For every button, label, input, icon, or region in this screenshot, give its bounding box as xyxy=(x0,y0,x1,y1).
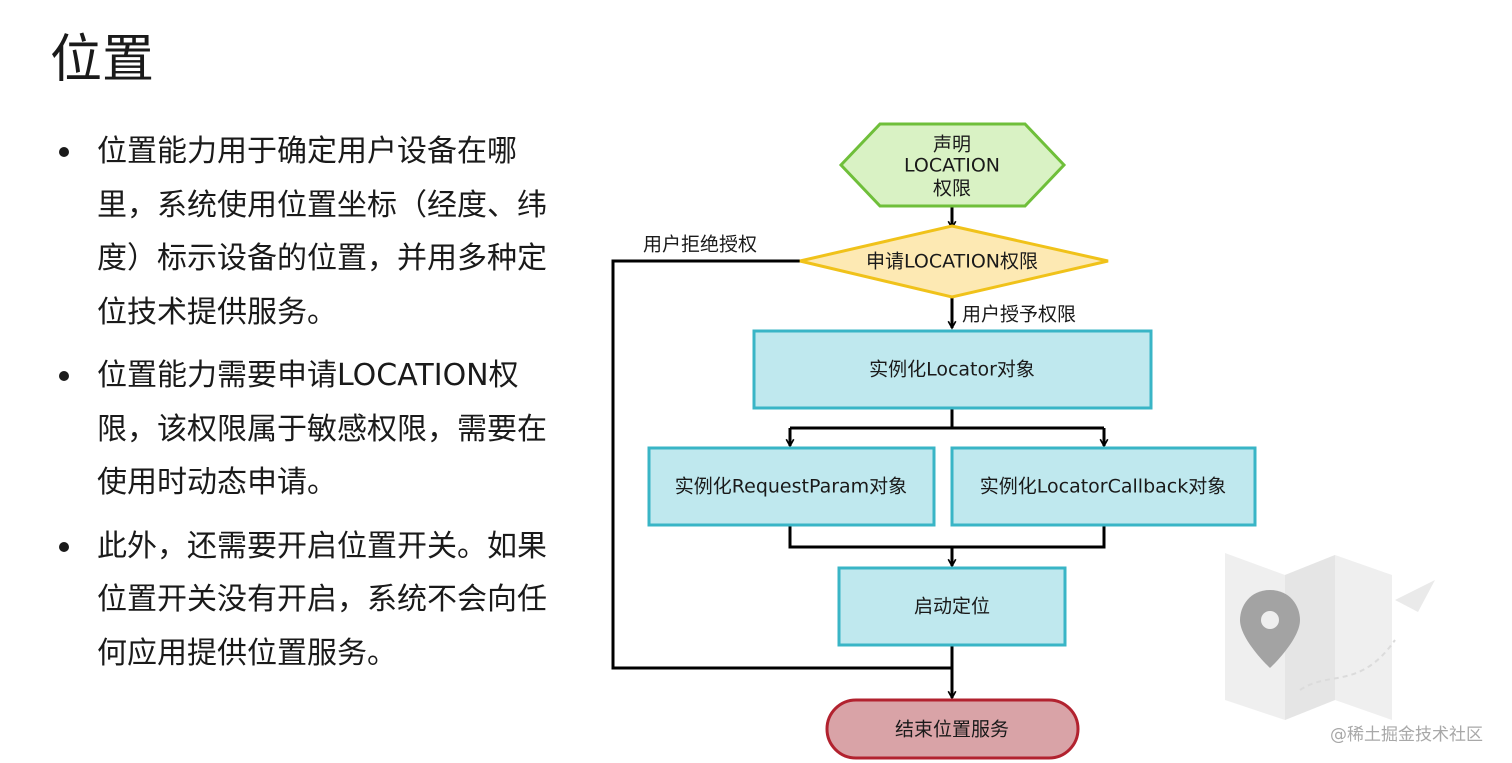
bullet-dot xyxy=(59,147,69,157)
bullet-text: 位置能力需要申请LOCATION权限，该权限属于敏感权限，需要在使用时动态申请。 xyxy=(97,358,547,500)
start-locating-text: 启动定位 xyxy=(914,596,990,618)
bullet-text: 此外，还需要开启位置开关。如果位置开关没有开启，系统不会向任何应用提供位置服务。 xyxy=(97,528,547,671)
locator-callback-node: 实例化LocatorCallback对象 xyxy=(950,446,1257,527)
flow-connectors xyxy=(611,206,1104,698)
declare-text-1: 声明 xyxy=(933,134,971,156)
request-permission-node: 申请LOCATION权限 xyxy=(799,224,1109,299)
start-locating-node: 启动定位 xyxy=(837,566,1067,647)
locator-callback-text: 实例化LocatorCallback对象 xyxy=(980,476,1226,498)
page-title: 位置 xyxy=(50,30,155,90)
end-service-node: 结束位置服务 xyxy=(825,698,1080,760)
request-param-text: 实例化RequestParam对象 xyxy=(675,476,907,498)
declare-text-3: 权限 xyxy=(933,178,971,200)
bullet-list: 位置能力用于确定用户设备在哪里，系统使用位置坐标（经度、纬度）标示设备的位置，并… xyxy=(55,125,565,690)
grant-label: 用户授予权限 xyxy=(962,304,1076,326)
bullet-text: 位置能力用于确定用户设备在哪里，系统使用位置坐标（经度、纬度）标示设备的位置，并… xyxy=(97,134,547,330)
bullet-item: 此外，还需要开启位置开关。如果位置开关没有开启，系统不会向任何应用提供位置服务。 xyxy=(55,520,565,681)
end-service-text: 结束位置服务 xyxy=(895,719,1009,741)
deny-label: 用户拒绝授权 xyxy=(643,234,757,256)
bullet-item: 位置能力需要申请LOCATION权限，该权限属于敏感权限，需要在使用时动态申请。 xyxy=(55,349,565,510)
locator-node: 实例化Locator对象 xyxy=(752,329,1153,410)
request-text: 申请LOCATION权限 xyxy=(866,251,1038,273)
declare-permission-node: 声明 LOCATION 权限 xyxy=(838,122,1067,208)
bullet-dot xyxy=(59,541,69,552)
declare-text-2: LOCATION xyxy=(904,155,1000,177)
bullet-item: 位置能力用于确定用户设备在哪里，系统使用位置坐标（经度、纬度）标示设备的位置，并… xyxy=(55,125,565,339)
locator-text: 实例化Locator对象 xyxy=(869,359,1035,381)
request-param-node: 实例化RequestParam对象 xyxy=(647,446,936,527)
bullet-dot xyxy=(59,371,69,381)
map-location-icon xyxy=(1225,553,1435,720)
watermark: @稀土掘金技术社区 xyxy=(1330,725,1483,745)
